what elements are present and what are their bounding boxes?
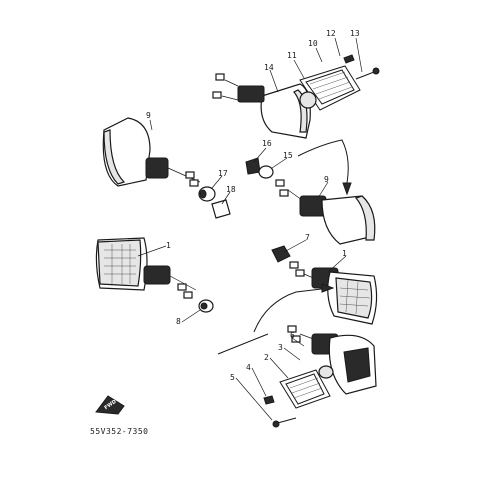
- part-label-6: 6: [290, 331, 295, 340]
- part-label-10: 10: [308, 39, 318, 48]
- assembly-arrow-lower: [253, 287, 331, 333]
- part-label-3: 3: [278, 343, 283, 352]
- grommet-parts: [198, 157, 274, 219]
- part-label-9-right: 9: [324, 175, 329, 184]
- turn-signal-right-lower: [271, 245, 378, 325]
- forward-arrow-icon: [95, 395, 125, 415]
- turn-signal-left-top: [102, 117, 201, 187]
- part-label-14: 14: [264, 63, 274, 72]
- part-label-2: 2: [264, 353, 269, 362]
- part-label-13: 13: [350, 29, 360, 38]
- part-label-1-left: 1: [166, 241, 171, 250]
- part-label-18: 18: [226, 185, 236, 194]
- rear-turn-signal-bottom: [263, 325, 377, 428]
- part-label-15: 15: [283, 151, 293, 160]
- part-label-12: 12: [326, 29, 336, 38]
- diagram-reference-code: 55V352-7350: [90, 427, 149, 436]
- part-label-16: 16: [262, 139, 272, 148]
- part-label-8: 8: [176, 317, 181, 326]
- part-label-9-left: 9: [146, 111, 151, 120]
- part-label-1-right: 1: [342, 249, 347, 258]
- part-label-11: 11: [287, 51, 297, 60]
- part-label-5: 5: [230, 373, 235, 382]
- leader-lines: [137, 37, 363, 421]
- turn-signal-left-lower: [95, 237, 214, 313]
- turn-signal-right-middle: [275, 179, 376, 245]
- part-label-7: 7: [305, 233, 310, 242]
- assembly-arrow-top: [297, 139, 349, 189]
- part-label-17: 17: [218, 169, 228, 178]
- rear-turn-signal-top: [212, 54, 380, 139]
- part-label-4: 4: [246, 363, 251, 372]
